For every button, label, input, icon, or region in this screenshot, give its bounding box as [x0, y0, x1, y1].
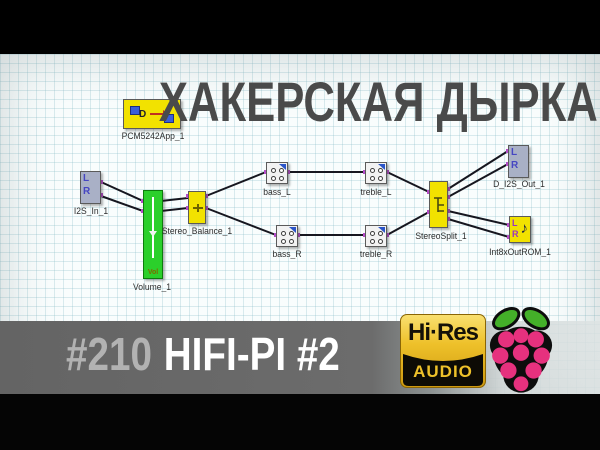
block-int8x-out-rom[interactable]: L R ♪ — [509, 216, 531, 243]
knob-icon — [370, 176, 375, 181]
hires-text: Hi·Res — [407, 319, 479, 346]
block-label: bass_L — [263, 187, 291, 197]
volume-vol-label: Vol — [147, 269, 159, 276]
block-i2s-in[interactable]: L R — [80, 171, 101, 204]
episode-number: #210 — [66, 328, 152, 380]
eq-corner-icon — [378, 227, 385, 233]
volume-slider-track[interactable] — [152, 197, 154, 258]
port-label-r: R — [512, 229, 519, 239]
port-label-l: L — [511, 147, 518, 158]
block-label: bass_R — [272, 249, 302, 259]
block-label: PCM5242App_1 — [121, 131, 185, 141]
block-label: D_I2S_Out_1 — [493, 179, 545, 189]
chip-icon — [164, 114, 174, 123]
balance-slider-icon — [197, 204, 199, 212]
port-label-r: R — [511, 160, 519, 171]
knob-icon — [271, 168, 276, 173]
block-label: Volume_1 — [132, 282, 172, 292]
audio-text: AUDIO — [413, 362, 473, 381]
split-tree-icon — [434, 197, 444, 212]
eq-corner-icon — [289, 227, 296, 233]
block-label: I2S_In_1 — [73, 206, 109, 216]
chip-icon — [130, 106, 140, 115]
knob-icon — [271, 176, 276, 181]
volume-slider-thumb[interactable] — [149, 231, 157, 237]
block-label: treble_L — [360, 187, 392, 197]
block-volume[interactable]: Vol — [143, 190, 163, 279]
block-stereo-balance[interactable] — [188, 191, 206, 224]
port-label-l: L — [83, 173, 90, 184]
block-label: Stereo_Balance_1 — [161, 226, 233, 236]
knob-icon — [289, 231, 294, 236]
knob-icon — [281, 231, 286, 236]
block-pcm5242app[interactable]: D — [123, 99, 181, 129]
top-letterbox-bar — [0, 0, 600, 54]
eq-corner-icon — [378, 164, 385, 170]
block-stereo-split[interactable] — [429, 181, 448, 228]
hires-black-band — [403, 354, 483, 386]
block-treble-r[interactable] — [365, 225, 387, 247]
pcm-d-letter: D — [139, 109, 147, 120]
block-bass-l[interactable] — [266, 162, 288, 184]
episode-title: HIFI-PI #2 — [163, 328, 340, 380]
block-label: Int8xOutROM_1 — [489, 247, 551, 257]
block-bass-r[interactable] — [276, 225, 298, 247]
knob-icon — [370, 168, 375, 173]
hires-audio-logo: Hi·Res AUDIO — [400, 314, 486, 388]
block-i2s-out[interactable]: L R — [508, 145, 529, 178]
page-title: ХАКЕРСКАЯ ДЫРКА — [158, 70, 598, 133]
knob-icon — [289, 239, 294, 244]
knob-icon — [279, 176, 284, 181]
knob-icon — [378, 176, 383, 181]
port-label-l: L — [512, 218, 518, 228]
knob-icon — [370, 231, 375, 236]
knob-icon — [281, 239, 286, 244]
knob-icon — [370, 239, 375, 244]
flow-arrow-icon — [150, 110, 168, 118]
block-label: treble_R — [359, 249, 393, 259]
block-label: StereoSplit_1 — [415, 231, 467, 241]
bottom-letterbox-bar — [0, 394, 600, 450]
eq-corner-icon — [279, 164, 286, 170]
block-treble-l[interactable] — [365, 162, 387, 184]
raspberry-pi-logo — [489, 307, 553, 393]
knob-icon — [378, 168, 383, 173]
port-label-r: R — [83, 186, 91, 197]
knob-icon — [378, 231, 383, 236]
music-note-icon: ♪ — [520, 220, 529, 237]
knob-icon — [378, 239, 383, 244]
knob-icon — [279, 168, 284, 173]
